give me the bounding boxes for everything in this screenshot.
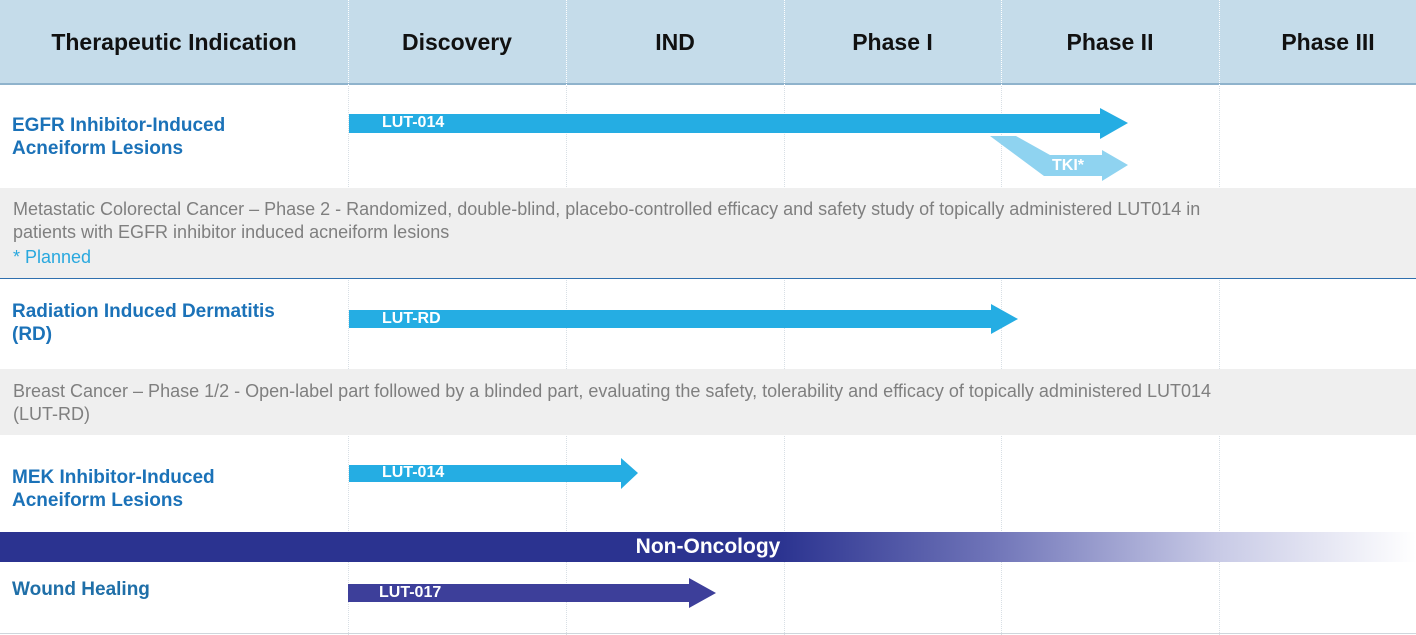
lut-014-egfr-arrow	[349, 108, 1128, 139]
description-rd: Breast Cancer – Phase 1/2 - Open-label p…	[0, 369, 1416, 435]
program-label-lut-014-mek: LUT-014	[382, 464, 445, 481]
header-divider	[784, 0, 785, 85]
lut-014-mek-arrow	[349, 458, 638, 489]
non-oncology-label: Non-Oncology	[635, 535, 781, 558]
tki-branch-arrow	[990, 136, 1128, 181]
row-label-mek: MEK Inhibitor-Induced Acneiform Lesions	[12, 466, 215, 512]
row-label-rd: Radiation Induced Dermatitis (RD)	[12, 300, 275, 346]
header-ind: IND	[655, 29, 695, 55]
program-label-lut-rd: LUT-RD	[382, 310, 441, 327]
description-egfr: Metastatic Colorectal Cancer – Phase 2 -…	[0, 188, 1416, 278]
row-label-mek-line1: MEK Inhibitor-Induced	[12, 467, 215, 488]
description-rd-line1: Breast Cancer – Phase 1/2 - Open-label p…	[13, 381, 1212, 401]
row-divider	[0, 278, 1416, 279]
header-discovery: Discovery	[402, 29, 512, 55]
grid-line	[1219, 86, 1220, 635]
row-label-wound-healing: Wound Healing	[12, 579, 150, 600]
header-phase-2: Phase II	[1066, 29, 1154, 55]
header-divider	[1219, 0, 1220, 85]
row-label-egfr-line2: Acneiform Lesions	[12, 138, 184, 159]
row-label-egfr: EGFR Inhibitor-Induced Acneiform Lesions	[12, 114, 225, 160]
header-divider	[1001, 0, 1002, 85]
description-egfr-line2: patients with EGFR inhibitor induced acn…	[13, 222, 450, 242]
pipeline-header	[0, 0, 1416, 85]
description-egfr-line1: Metastatic Colorectal Cancer – Phase 2 -…	[13, 199, 1201, 219]
header-divider	[566, 0, 567, 85]
row-divider	[0, 633, 1416, 634]
lut-rd-arrow	[349, 304, 1018, 334]
grid-line	[784, 86, 785, 635]
header-phase-3: Phase III	[1281, 29, 1375, 55]
grid-line	[1001, 86, 1002, 635]
program-label-lut-014: LUT-014	[382, 114, 445, 131]
grid-line	[348, 86, 349, 635]
row-label-mek-line2: Acneiform Lesions	[12, 490, 184, 511]
program-label-lut-017: LUT-017	[379, 584, 442, 601]
header-therapeutic-indication: Therapeutic Indication	[51, 29, 297, 55]
grid-line	[566, 86, 567, 635]
non-oncology-band	[0, 532, 1416, 562]
description-rd-line2: (LUT-RD)	[13, 404, 90, 424]
row-label-rd-line2: (RD)	[12, 324, 53, 345]
header-phase-1: Phase I	[852, 29, 933, 55]
header-divider	[348, 0, 349, 85]
lut-017-arrow	[348, 578, 716, 608]
row-label-egfr-line1: EGFR Inhibitor-Induced	[12, 115, 226, 136]
planned-note: * Planned	[13, 247, 92, 267]
row-label-rd-line1: Radiation Induced Dermatitis	[12, 301, 275, 322]
program-label-tki: TKI*	[1052, 157, 1084, 174]
